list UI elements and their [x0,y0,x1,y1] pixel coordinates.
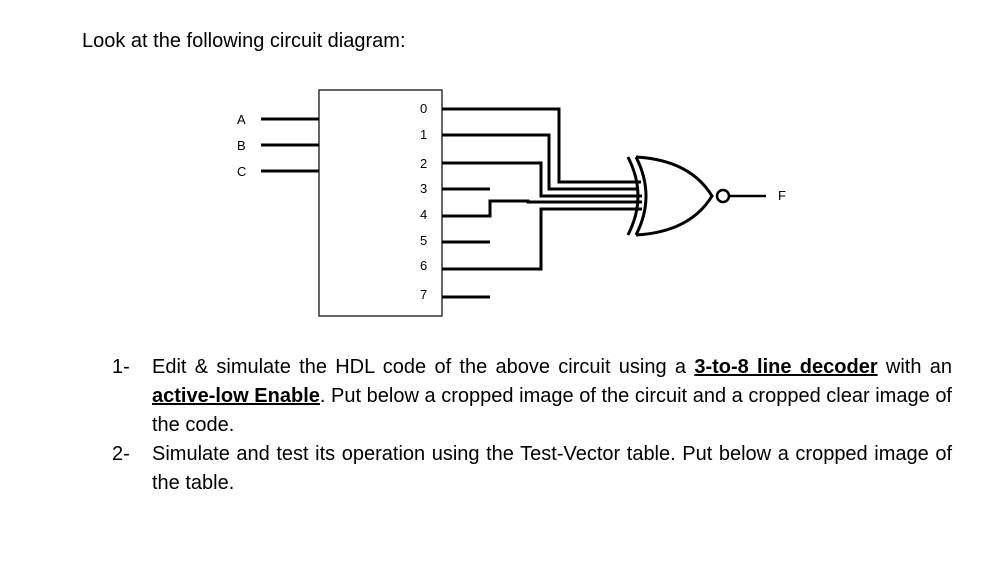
nor-gate [626,155,731,237]
input-label-c: C [237,164,246,179]
decoder-box [318,89,443,317]
input-label-a: A [237,112,246,127]
question-text-segment: Edit & simulate the HDL code of the abov… [152,356,695,378]
intro-text: Look at the following circuit diagram: [82,30,406,52]
output-label-1: 1 [420,127,427,142]
question-item: 2- Simulate and test its operation using … [112,440,952,498]
question-text-segment: . Put below a cropped image of the circu… [152,385,952,436]
question-text-segment: Simulate and test its operation using th… [152,443,952,494]
question-item: 1- Edit & simulate the HDL code of the ab… [112,353,952,440]
output-wires [442,107,642,299]
output-label-5: 5 [420,233,427,248]
input-label-b: B [237,138,246,153]
output-label-2: 2 [420,156,427,171]
output-label-4: 4 [420,207,427,222]
question-text: Edit & simulate the HDL code of the abov… [152,353,952,440]
question-text: Simulate and test its operation using th… [152,440,952,498]
output-label-3: 3 [420,181,427,196]
input-wires [261,117,319,173]
output-label-7: 7 [420,287,427,302]
output-label-f: F [778,188,786,203]
emphasized-term: active-low Enable [152,385,320,407]
question-number: 1- [112,356,130,378]
output-label-0: 0 [420,101,427,116]
emphasized-term: 3-to-8 line decoder [694,356,878,378]
question-list: 1- Edit & simulate the HDL code of the ab… [112,353,952,498]
question-number: 2- [112,443,130,465]
output-label-6: 6 [420,258,427,273]
question-text-segment: with an [877,356,952,378]
